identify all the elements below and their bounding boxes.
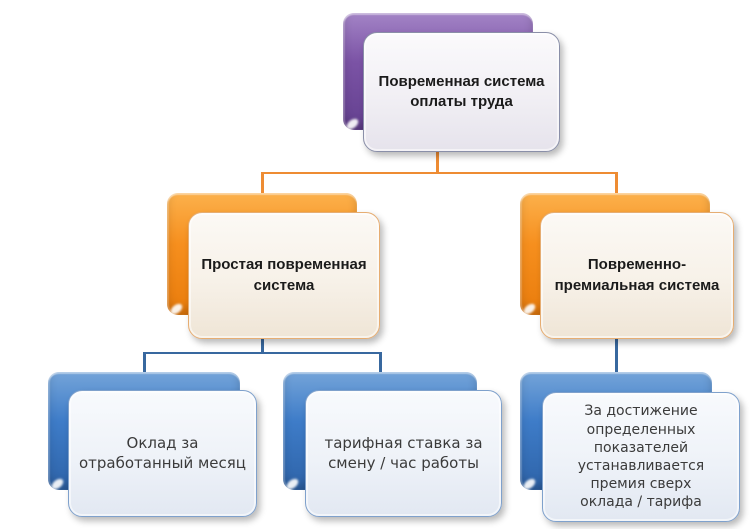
connector-root-stem (436, 152, 439, 174)
node-level2-premium: Повременно-премиальная система (520, 193, 734, 339)
node-level3-tariff: тарифная ставка за смену / час работы (283, 372, 502, 517)
node-level3-salary: Оклад за отработанный месяц (48, 372, 258, 517)
node-root-label: Повременная система оплаты труда (378, 72, 545, 110)
node-level2-premium-card: Повременно-премиальная система (540, 212, 734, 339)
node-level3-bonus-card: За достижение определенных показателей у… (542, 392, 740, 522)
connector-level2-left-drop (261, 172, 264, 196)
node-level3-salary-card: Оклад за отработанный месяц (68, 390, 257, 517)
connector-level2-right-drop (615, 172, 618, 196)
node-level2-simple-label: Простая повременная система (201, 256, 367, 294)
connector-level3-mid-drop (379, 352, 382, 375)
connector-level3-left-drop (143, 352, 146, 375)
node-level2-premium-label: Повременно-премиальная система (554, 256, 720, 294)
node-level3-tariff-card: тарифная ставка за смену / час работы (305, 390, 502, 517)
node-level3-bonus: За достижение определенных показателей у… (520, 372, 740, 522)
node-level3-bonus-label: За достижение определенных показателей у… (577, 403, 705, 511)
node-level3-salary-label: Оклад за отработанный месяц (79, 434, 246, 472)
connector-l2right-stem (615, 337, 618, 375)
node-level2-simple-card: Простая повременная система (188, 212, 380, 339)
connector-l2left-stem (261, 337, 264, 354)
node-root: Повременная система оплаты труда (343, 13, 560, 152)
connector-level3-crossbar (144, 352, 381, 354)
node-level2-simple: Простая повременная система (167, 193, 381, 339)
connector-level2-crossbar (262, 172, 618, 174)
node-level3-tariff-label: тарифная ставка за смену / час работы (324, 434, 483, 472)
node-root-card: Повременная система оплаты труда (363, 32, 560, 152)
